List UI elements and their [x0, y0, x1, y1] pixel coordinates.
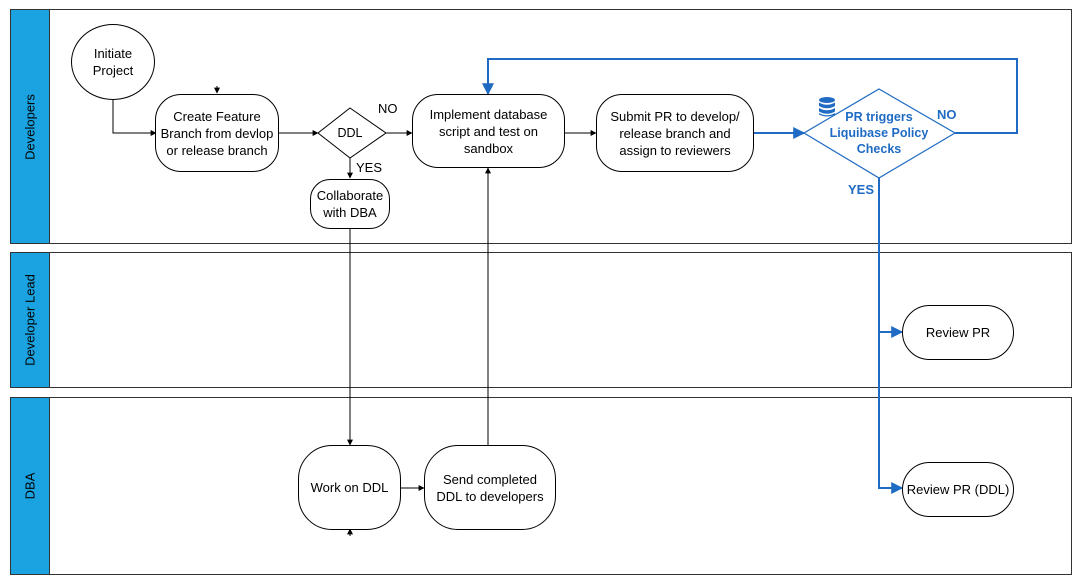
work-on-ddl-node: Work on DDL [298, 445, 401, 530]
implement-node: Implement database script and test on sa… [412, 94, 565, 168]
initiate-project-node: Initiate Project [71, 24, 155, 100]
ddl-no-label: NO [378, 101, 398, 116]
checks-yes-label: YES [848, 182, 875, 197]
database-icon [819, 97, 835, 117]
checks-diamond [802, 88, 957, 179]
submit-pr-node: Submit PR to develop/ release branch and… [596, 94, 754, 172]
lane-tab-developer-lead: Developer Lead [10, 252, 50, 388]
edge-checks-yes [878, 178, 904, 494]
create-branch-node: Create Feature Branch from devlop or rel… [155, 94, 279, 172]
review-pr-node: Review PR [902, 305, 1014, 360]
send-completed-ddl-node: Send completed DDL to developers [424, 445, 556, 530]
ddl-yes-label: YES [356, 160, 383, 175]
edge-initiate-create [112, 99, 157, 136]
lane-tab-dba: DBA [10, 397, 50, 575]
lane-tab-developers: Developers [10, 9, 50, 244]
pr-triggers-label: PR triggers Liquibase Policy Checks [829, 110, 929, 156]
ddl-decision-label: DDL [337, 126, 363, 140]
ddl-diamond [317, 107, 387, 159]
review-pr-ddl-node: Review PR (DDL) [902, 462, 1014, 517]
lane-developer-lead [10, 252, 1072, 388]
collaborate-dba-node: Collaborate with DBA [310, 179, 390, 229]
checks-no-label: NO [937, 107, 957, 122]
edge-checks-no-loop [482, 58, 1018, 134]
